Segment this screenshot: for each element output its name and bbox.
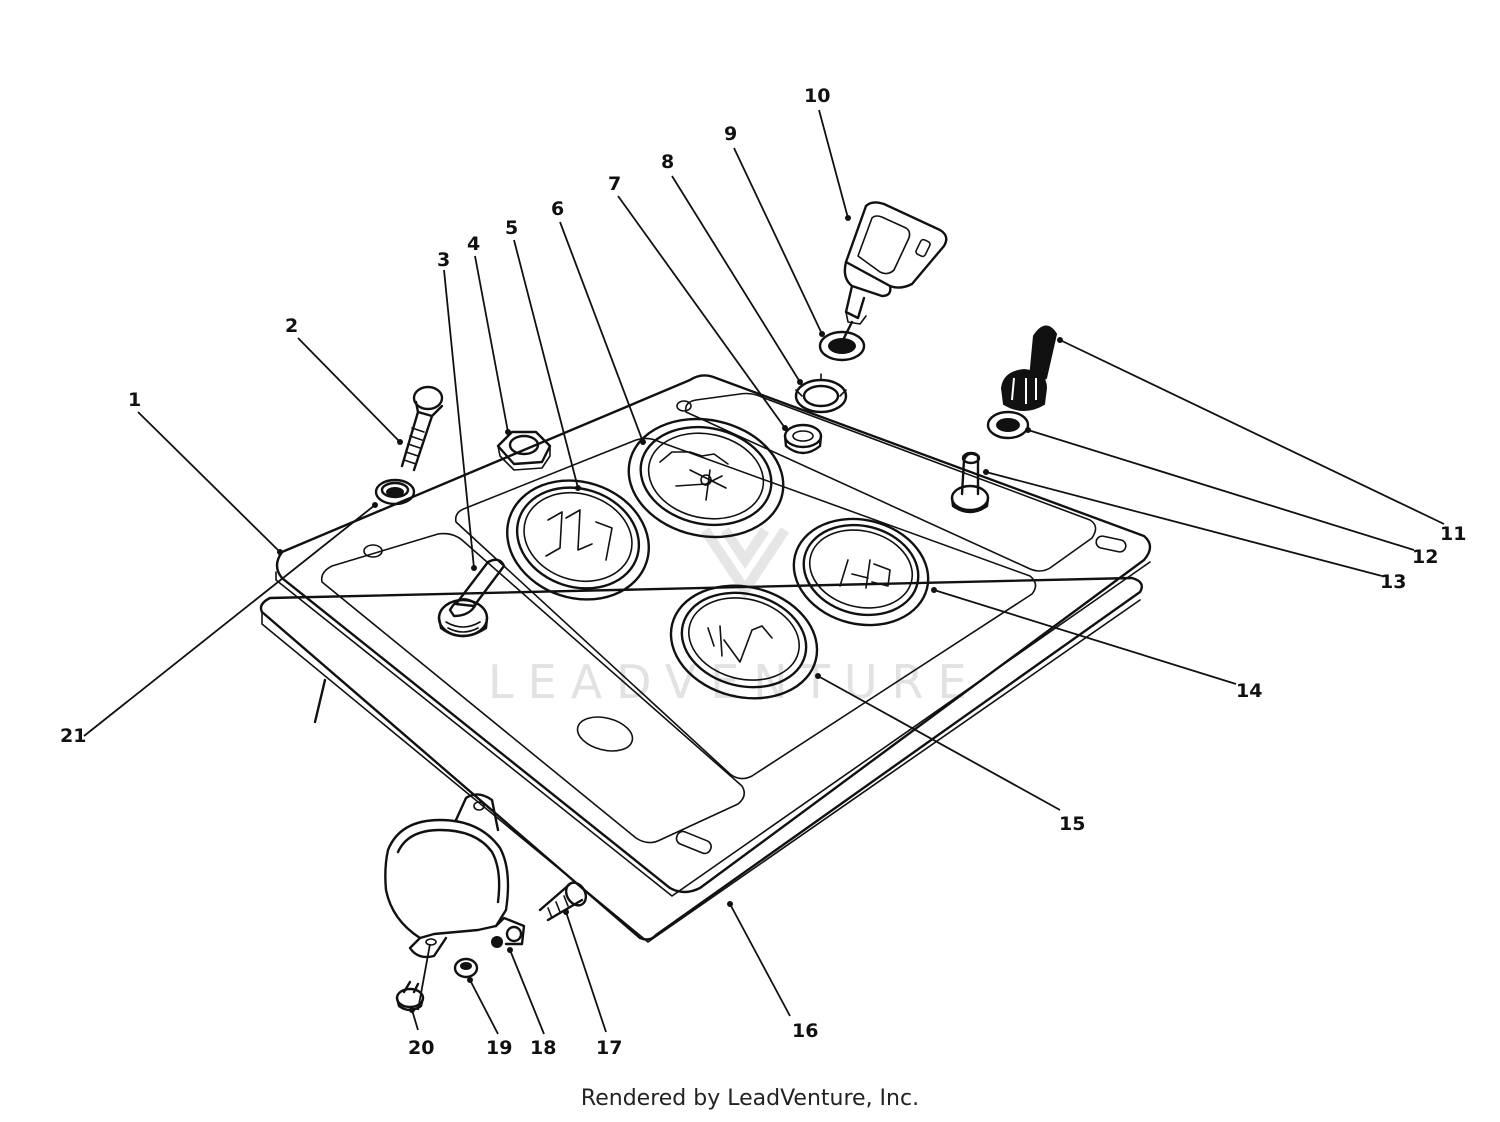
callout-11: 11 — [1440, 523, 1466, 545]
callout-17: 17 — [596, 1037, 622, 1059]
callout-15: 15 — [1059, 813, 1085, 835]
nut-19 — [453, 957, 479, 979]
toggle-boot — [1000, 325, 1058, 411]
bolt-2 — [400, 385, 444, 472]
right-decal-panel — [684, 392, 1097, 572]
callout-1: 1 — [128, 389, 141, 411]
callout-2: 2 — [285, 315, 298, 337]
footer-credit: Rendered by LeadVenture, Inc. — [580, 1086, 920, 1111]
callout-19: 19 — [486, 1037, 512, 1059]
callout-5: 5 — [505, 217, 518, 239]
callout-3: 3 — [437, 249, 450, 271]
center-decal-panel — [454, 437, 1037, 780]
ignition-key — [842, 201, 948, 340]
hex-nut-4 — [496, 430, 552, 471]
watermark-logo-icon — [700, 527, 790, 600]
callout-21: 21 — [60, 725, 86, 747]
gauge-center-top — [627, 417, 785, 539]
gauge-mounting-clamp — [384, 793, 526, 959]
callout-4: 4 — [467, 233, 480, 255]
grommet-7 — [783, 423, 823, 455]
base-plate — [259, 576, 1143, 943]
nut-12 — [986, 410, 1030, 440]
callout-8: 8 — [661, 151, 674, 173]
callout-10: 10 — [804, 85, 830, 107]
watermark-text: LEADVENTURE — [488, 655, 981, 709]
callout-14: 14 — [1236, 680, 1262, 702]
callout-13: 13 — [1380, 571, 1406, 593]
left-decal-panel — [320, 532, 746, 844]
washer-21 — [374, 478, 416, 506]
callout-20: 20 — [408, 1037, 434, 1059]
gauge-right — [792, 517, 930, 627]
leader-lines — [83, 109, 1445, 1035]
panel-hole — [576, 716, 634, 752]
callout-16: 16 — [792, 1020, 818, 1042]
gauge-center-bottom — [669, 584, 819, 700]
callout-numbers: 1 2 3 4 5 6 7 8 9 10 11 12 13 14 15 16 1… — [60, 85, 1466, 1059]
lock-ring-8 — [794, 373, 848, 414]
callout-7: 7 — [608, 173, 621, 195]
callout-9: 9 — [724, 123, 737, 145]
toggle-switch-left — [437, 558, 506, 638]
callout-12: 12 — [1412, 546, 1438, 568]
callout-6: 6 — [551, 198, 564, 220]
callout-18: 18 — [530, 1037, 556, 1059]
nut-9 — [818, 330, 866, 362]
gauge-left-top — [506, 479, 650, 601]
toggle-switch-right — [950, 451, 990, 514]
control-panel — [275, 374, 1152, 897]
